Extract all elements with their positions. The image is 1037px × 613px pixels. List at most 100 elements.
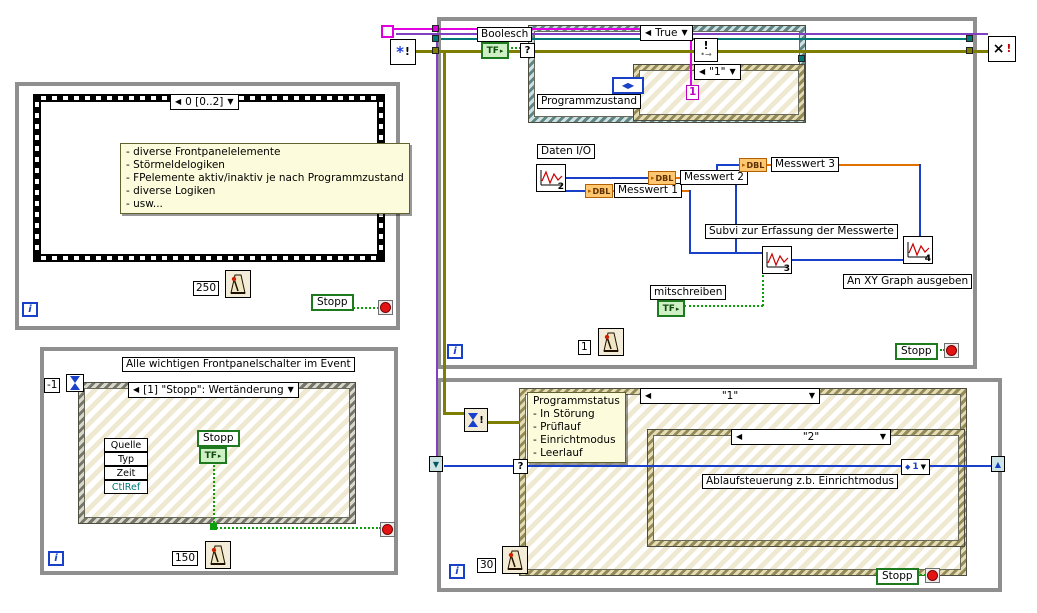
subvi-number: 2 — [557, 182, 564, 192]
daq-subvi-icon[interactable]: 2 — [536, 164, 566, 192]
tunnel — [432, 25, 439, 32]
stop-terminal[interactable]: Stopp — [876, 568, 919, 585]
iteration-terminal: i — [449, 564, 465, 579]
merge-errors-node[interactable]: ! •→ — [694, 38, 718, 62]
dbl-label: DBL — [655, 173, 674, 183]
sequence-selector[interactable]: ◀ 0 [0..2] ▼ — [170, 94, 239, 110]
comment-line: - Leerlauf — [533, 447, 583, 459]
comment-line: - diverse Logiken — [126, 185, 216, 197]
boolean-wire — [762, 275, 764, 306]
case-inner-selector[interactable]: ◀ "1" ▼ — [694, 64, 741, 80]
hourglass-icon — [468, 413, 479, 427]
loop-condition-terminal[interactable] — [925, 568, 940, 583]
enum-indicator[interactable]: ◆ 1 ▼ — [901, 459, 931, 475]
wait-ms-constant[interactable]: 1 — [578, 340, 591, 355]
sequence-perforation — [41, 256, 377, 260]
numeric-wire — [716, 164, 740, 166]
boolean-control-terminal[interactable]: TF ▸ — [481, 42, 509, 59]
event-selector[interactable]: ◀ [1] "Stopp": Wertänderung ▼ — [128, 382, 299, 398]
close-x-icon: × — [992, 41, 1005, 57]
wait-ms-node[interactable]: ! — [464, 408, 488, 432]
error-wire — [443, 52, 446, 414]
program-state-terminal[interactable]: ◀▶ — [612, 77, 644, 94]
case-dropdown-icon[interactable]: ▼ — [729, 67, 736, 76]
stop-terminal[interactable]: Stopp — [311, 294, 354, 311]
wait-ms-constant[interactable]: 250 — [193, 281, 220, 296]
xy-graph-subvi-icon[interactable]: 4 — [903, 236, 933, 264]
stop-terminal[interactable]: Stopp — [895, 343, 938, 360]
loop-condition-terminal[interactable] — [378, 300, 393, 315]
comment-line: - Störmeldelogiken — [126, 159, 225, 171]
sequence-perforation — [35, 102, 39, 254]
numeric-constant[interactable]: 1 — [686, 85, 700, 100]
case-selector-terminal[interactable]: ? — [520, 43, 535, 58]
numeric-wire — [444, 465, 902, 467]
boolean-wire — [507, 47, 521, 49]
prev-case-icon[interactable]: ◀ — [699, 67, 706, 76]
numeric-wire — [566, 190, 585, 192]
case-dropdown-icon[interactable]: ▼ — [808, 391, 815, 400]
loop-title: Alle wichtigen Frontpanelschalter im Eve… — [122, 357, 355, 372]
wait-ms-multiple-icon[interactable] — [502, 546, 528, 574]
wait-ms-multiple-icon[interactable] — [205, 541, 231, 569]
shift-register-left[interactable]: ▼ — [429, 456, 443, 472]
stop-boolean-terminal[interactable]: TF ▸ — [199, 447, 227, 464]
iteration-terminal: i — [447, 344, 463, 359]
boolean-wire — [684, 305, 763, 307]
wait-ms-constant[interactable]: 30 — [477, 558, 497, 573]
case-true-label: True — [655, 27, 678, 39]
cluster-terminal[interactable] — [381, 25, 394, 38]
case-dropdown-icon[interactable]: ▼ — [879, 432, 886, 441]
numeric-wire — [735, 177, 737, 252]
wait-ms-multiple-icon[interactable] — [598, 328, 624, 356]
wire-label-messwert3: Messwert 3 — [771, 157, 839, 172]
to-dbl-node[interactable]: ▸ DBL — [585, 184, 614, 198]
prev-case-icon[interactable]: ◀ — [645, 28, 652, 37]
event-data-field[interactable]: CtlRef — [104, 480, 148, 494]
enum-dropdown-icon[interactable]: ▼ — [920, 463, 927, 471]
loop-condition-terminal[interactable] — [380, 522, 395, 537]
error-handler-node[interactable]: × ! — [988, 36, 1016, 62]
case-state-selector[interactable]: ◀ "1" ▼ — [640, 388, 820, 404]
iteration-terminal: i — [22, 302, 38, 317]
prev-case-icon[interactable]: ◀ — [133, 385, 140, 394]
numeric-wire — [689, 190, 691, 252]
prev-case-icon[interactable]: ◀ — [736, 432, 743, 441]
wait-ms-multiple-icon[interactable] — [225, 270, 251, 298]
iteration-terminal: i — [48, 551, 64, 566]
case-dropdown-icon[interactable]: ▼ — [681, 28, 688, 37]
case-state-label: "1" — [721, 390, 739, 402]
to-dbl-node[interactable]: ▸ DBL — [648, 171, 677, 185]
shift-register-up-icon: ▲ — [994, 459, 1002, 469]
case-true-selector[interactable]: ◀ True ▼ — [640, 25, 693, 41]
dbl-label: DBL — [746, 160, 765, 170]
case-dropdown-icon[interactable]: ▼ — [287, 385, 294, 394]
event-timeout-constant[interactable]: -1 — [44, 378, 61, 393]
sequence-frame-label: 0 [0..2] — [185, 96, 224, 108]
shift-register-right[interactable]: ▲ — [991, 456, 1005, 472]
boolean-wire — [915, 574, 926, 576]
open-error-node[interactable]: * ! — [390, 39, 416, 65]
prev-case-icon[interactable]: ◀ — [645, 391, 652, 400]
coerce-arrow-icon: ▸ — [588, 187, 592, 195]
case-inner-frame — [639, 70, 799, 115]
asterisk-icon: * — [396, 43, 405, 61]
case-state-inner-selector[interactable]: ◀ "2" ▼ — [731, 429, 891, 445]
event-timeout-terminal[interactable] — [66, 374, 84, 392]
wait-ms-constant[interactable]: 150 — [172, 551, 199, 566]
diamond-icon: ◆ — [905, 463, 911, 471]
case-selector-terminal[interactable]: ? — [513, 459, 528, 474]
mitschreiben-terminal[interactable]: TF ▸ — [657, 300, 685, 317]
numeric-wire — [792, 259, 904, 261]
exclamation-icon: ! — [703, 39, 709, 52]
measure-subvi-icon[interactable]: 3 — [762, 246, 792, 274]
frame-dropdown-icon[interactable]: ▼ — [227, 97, 234, 106]
loop-condition-terminal[interactable] — [944, 343, 959, 358]
to-dbl-node[interactable]: ▸ DBL — [739, 158, 768, 172]
program-state-label: Programmzustand — [537, 94, 642, 109]
event-data-field[interactable]: Zeit — [104, 466, 148, 480]
wire-junction — [210, 523, 217, 530]
prev-frame-icon[interactable]: ◀ — [175, 97, 182, 106]
event-data-field[interactable]: Quelle — [104, 438, 148, 452]
event-data-field[interactable]: Typ — [104, 452, 148, 466]
